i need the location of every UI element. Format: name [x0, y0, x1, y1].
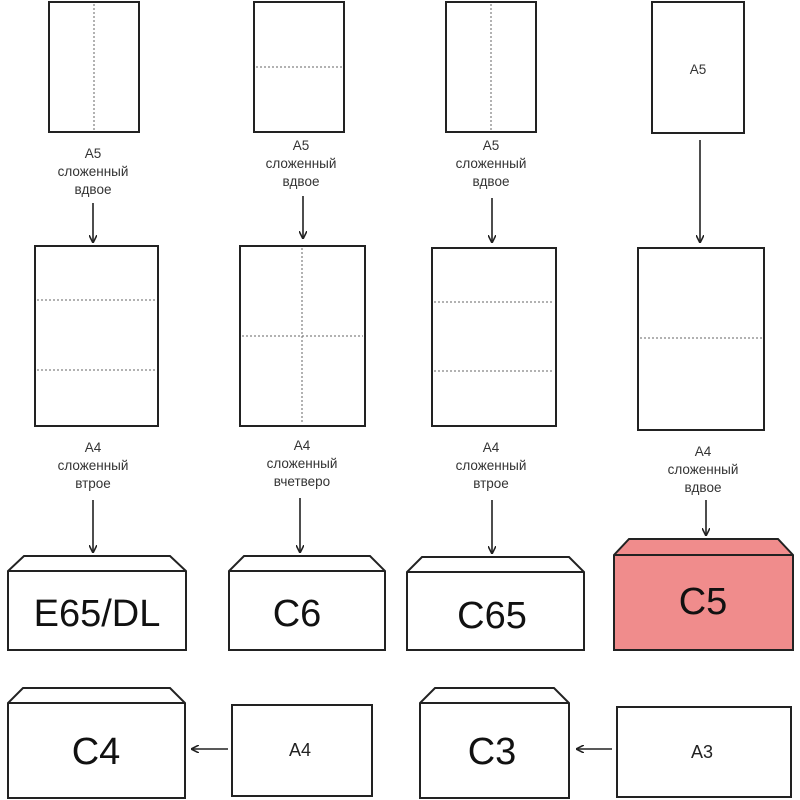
top-caption-line-3: вдвое	[473, 174, 510, 189]
envelope-label: C4	[72, 731, 121, 773]
sheet-label: A3	[691, 742, 713, 762]
top-caption-line-1: A5	[85, 146, 102, 161]
envelope-c4: C4	[7, 687, 186, 799]
mid-caption-line-2: сложенный	[668, 462, 739, 477]
top-sheet-label: A5	[690, 62, 707, 77]
top-caption-line-2: сложенный	[58, 164, 129, 179]
top-caption-line-1: A5	[293, 138, 310, 153]
mid-caption-line-1: A4	[695, 444, 712, 459]
a5-sheet-folded-horizontal	[253, 1, 345, 133]
a4-sheet-folded-three	[431, 247, 557, 427]
envelope-c3: C3	[419, 687, 570, 799]
a5-sheet-flat	[651, 1, 745, 134]
mid-caption-line-1: A4	[85, 440, 102, 455]
mid-caption-line-2: сложенный	[267, 456, 338, 471]
envelope-c5: C5	[613, 538, 794, 651]
a4-sheet-folded-three	[34, 245, 159, 427]
top-caption-line-3: вдвое	[283, 174, 320, 189]
top-caption-line-1: A5	[483, 138, 500, 153]
a3-sheet-flat	[616, 706, 792, 798]
bottom-row-c3: C3 A3	[419, 687, 792, 799]
mid-caption-line-2: сложенный	[456, 458, 527, 473]
top-caption-line-3: вдвое	[75, 182, 112, 197]
mid-caption-line-3: вчетверо	[274, 474, 330, 489]
mid-caption-line-2: сложенный	[58, 458, 129, 473]
mid-caption-line-3: втрое	[473, 476, 509, 491]
column-1: A5 сложенный вдвое A4 сложенный втрое E6…	[7, 1, 187, 651]
envelope-label: C6	[273, 593, 322, 635]
top-caption-line-2: сложенный	[456, 156, 527, 171]
mid-caption-line-1: A4	[483, 440, 500, 455]
envelope-c65: C65	[406, 556, 585, 651]
a4-sheet-flat	[231, 704, 373, 797]
mid-caption-line-1: A4	[294, 438, 311, 453]
a4-sheet-folded-two	[637, 247, 765, 431]
mid-caption-line-3: вдвое	[685, 480, 722, 495]
envelope-e65-dl: E65/DL	[7, 555, 187, 651]
column-3: A5 сложенный вдвое A4 сложенный втрое C6…	[406, 1, 585, 651]
envelope-label: C5	[679, 581, 728, 623]
a5-sheet-folded-vertical	[445, 1, 537, 133]
envelope-label: E65/DL	[34, 593, 161, 635]
bottom-row-c4: C4 A4	[7, 687, 373, 799]
mid-caption-line-3: втрое	[75, 476, 111, 491]
top-caption-line-2: сложенный	[266, 156, 337, 171]
sheet-label: A4	[289, 740, 311, 760]
a5-sheet-folded-vertical	[48, 1, 140, 133]
envelope-c6: C6	[228, 555, 386, 651]
column-2: A5 сложенный вдвое A4 сложенный вчетверо…	[228, 1, 386, 651]
column-4: A5 A4 сложенный вдвое C5	[613, 1, 794, 651]
envelope-label: C3	[468, 731, 517, 773]
envelope-label: C65	[457, 595, 527, 637]
